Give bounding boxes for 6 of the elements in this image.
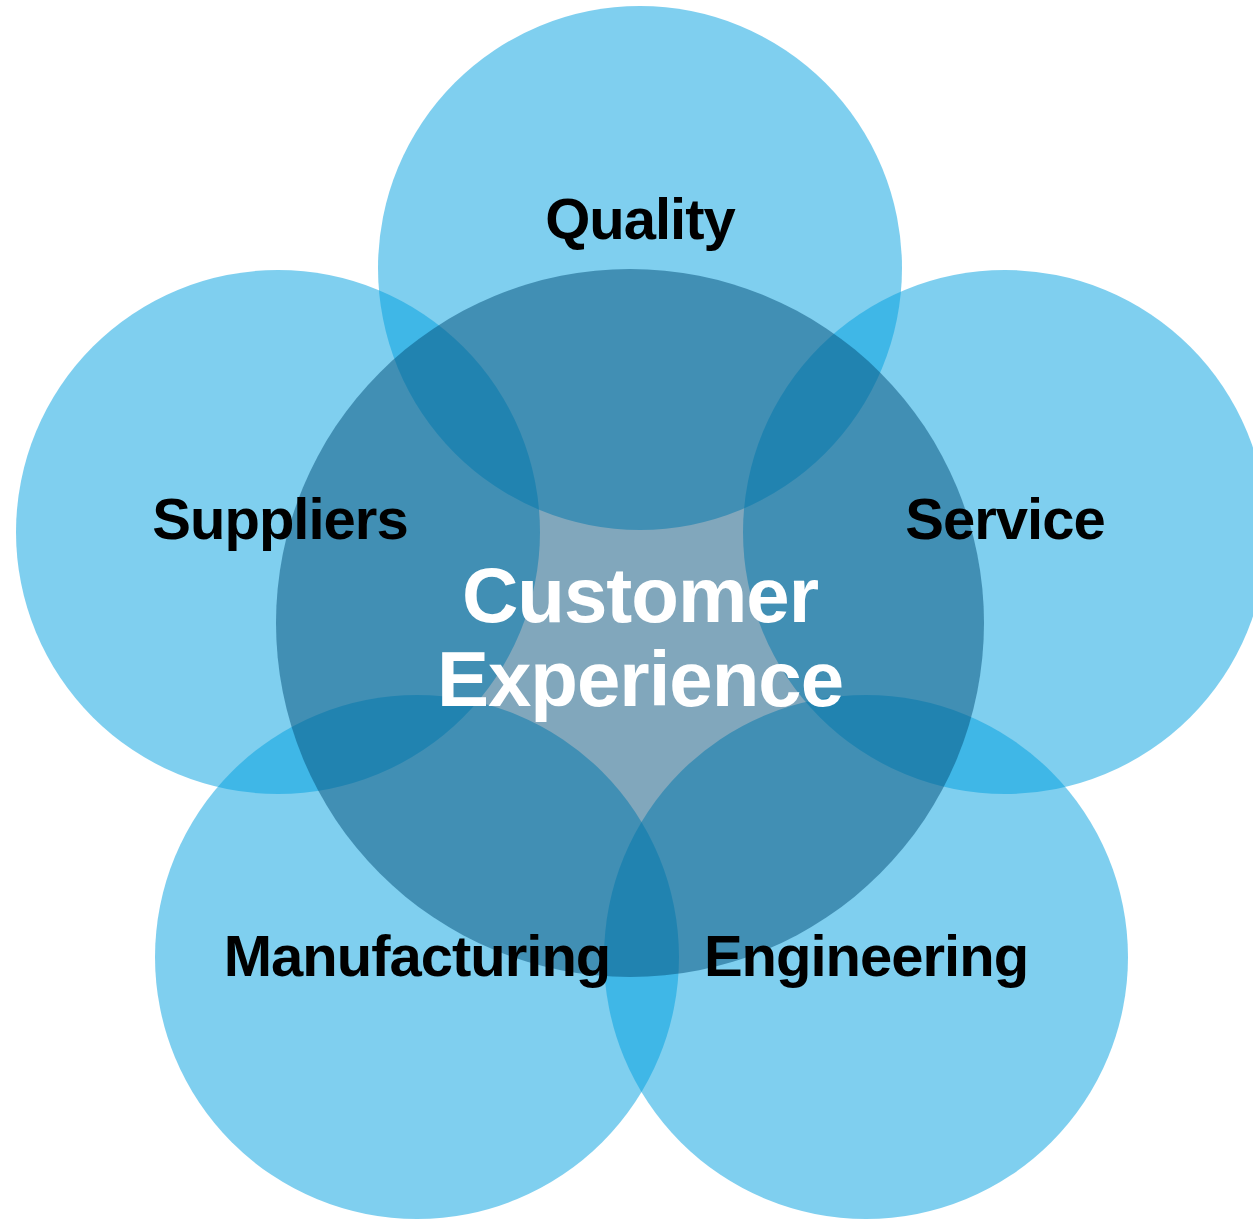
circle-label: Suppliers: [152, 484, 408, 552]
circle-label: Service: [905, 484, 1105, 552]
circle-label: Manufacturing: [223, 921, 611, 989]
circle-label: Quality: [545, 184, 735, 252]
center-label: Customer Experience: [435, 553, 845, 721]
circle-label: Engineering: [703, 921, 1029, 989]
